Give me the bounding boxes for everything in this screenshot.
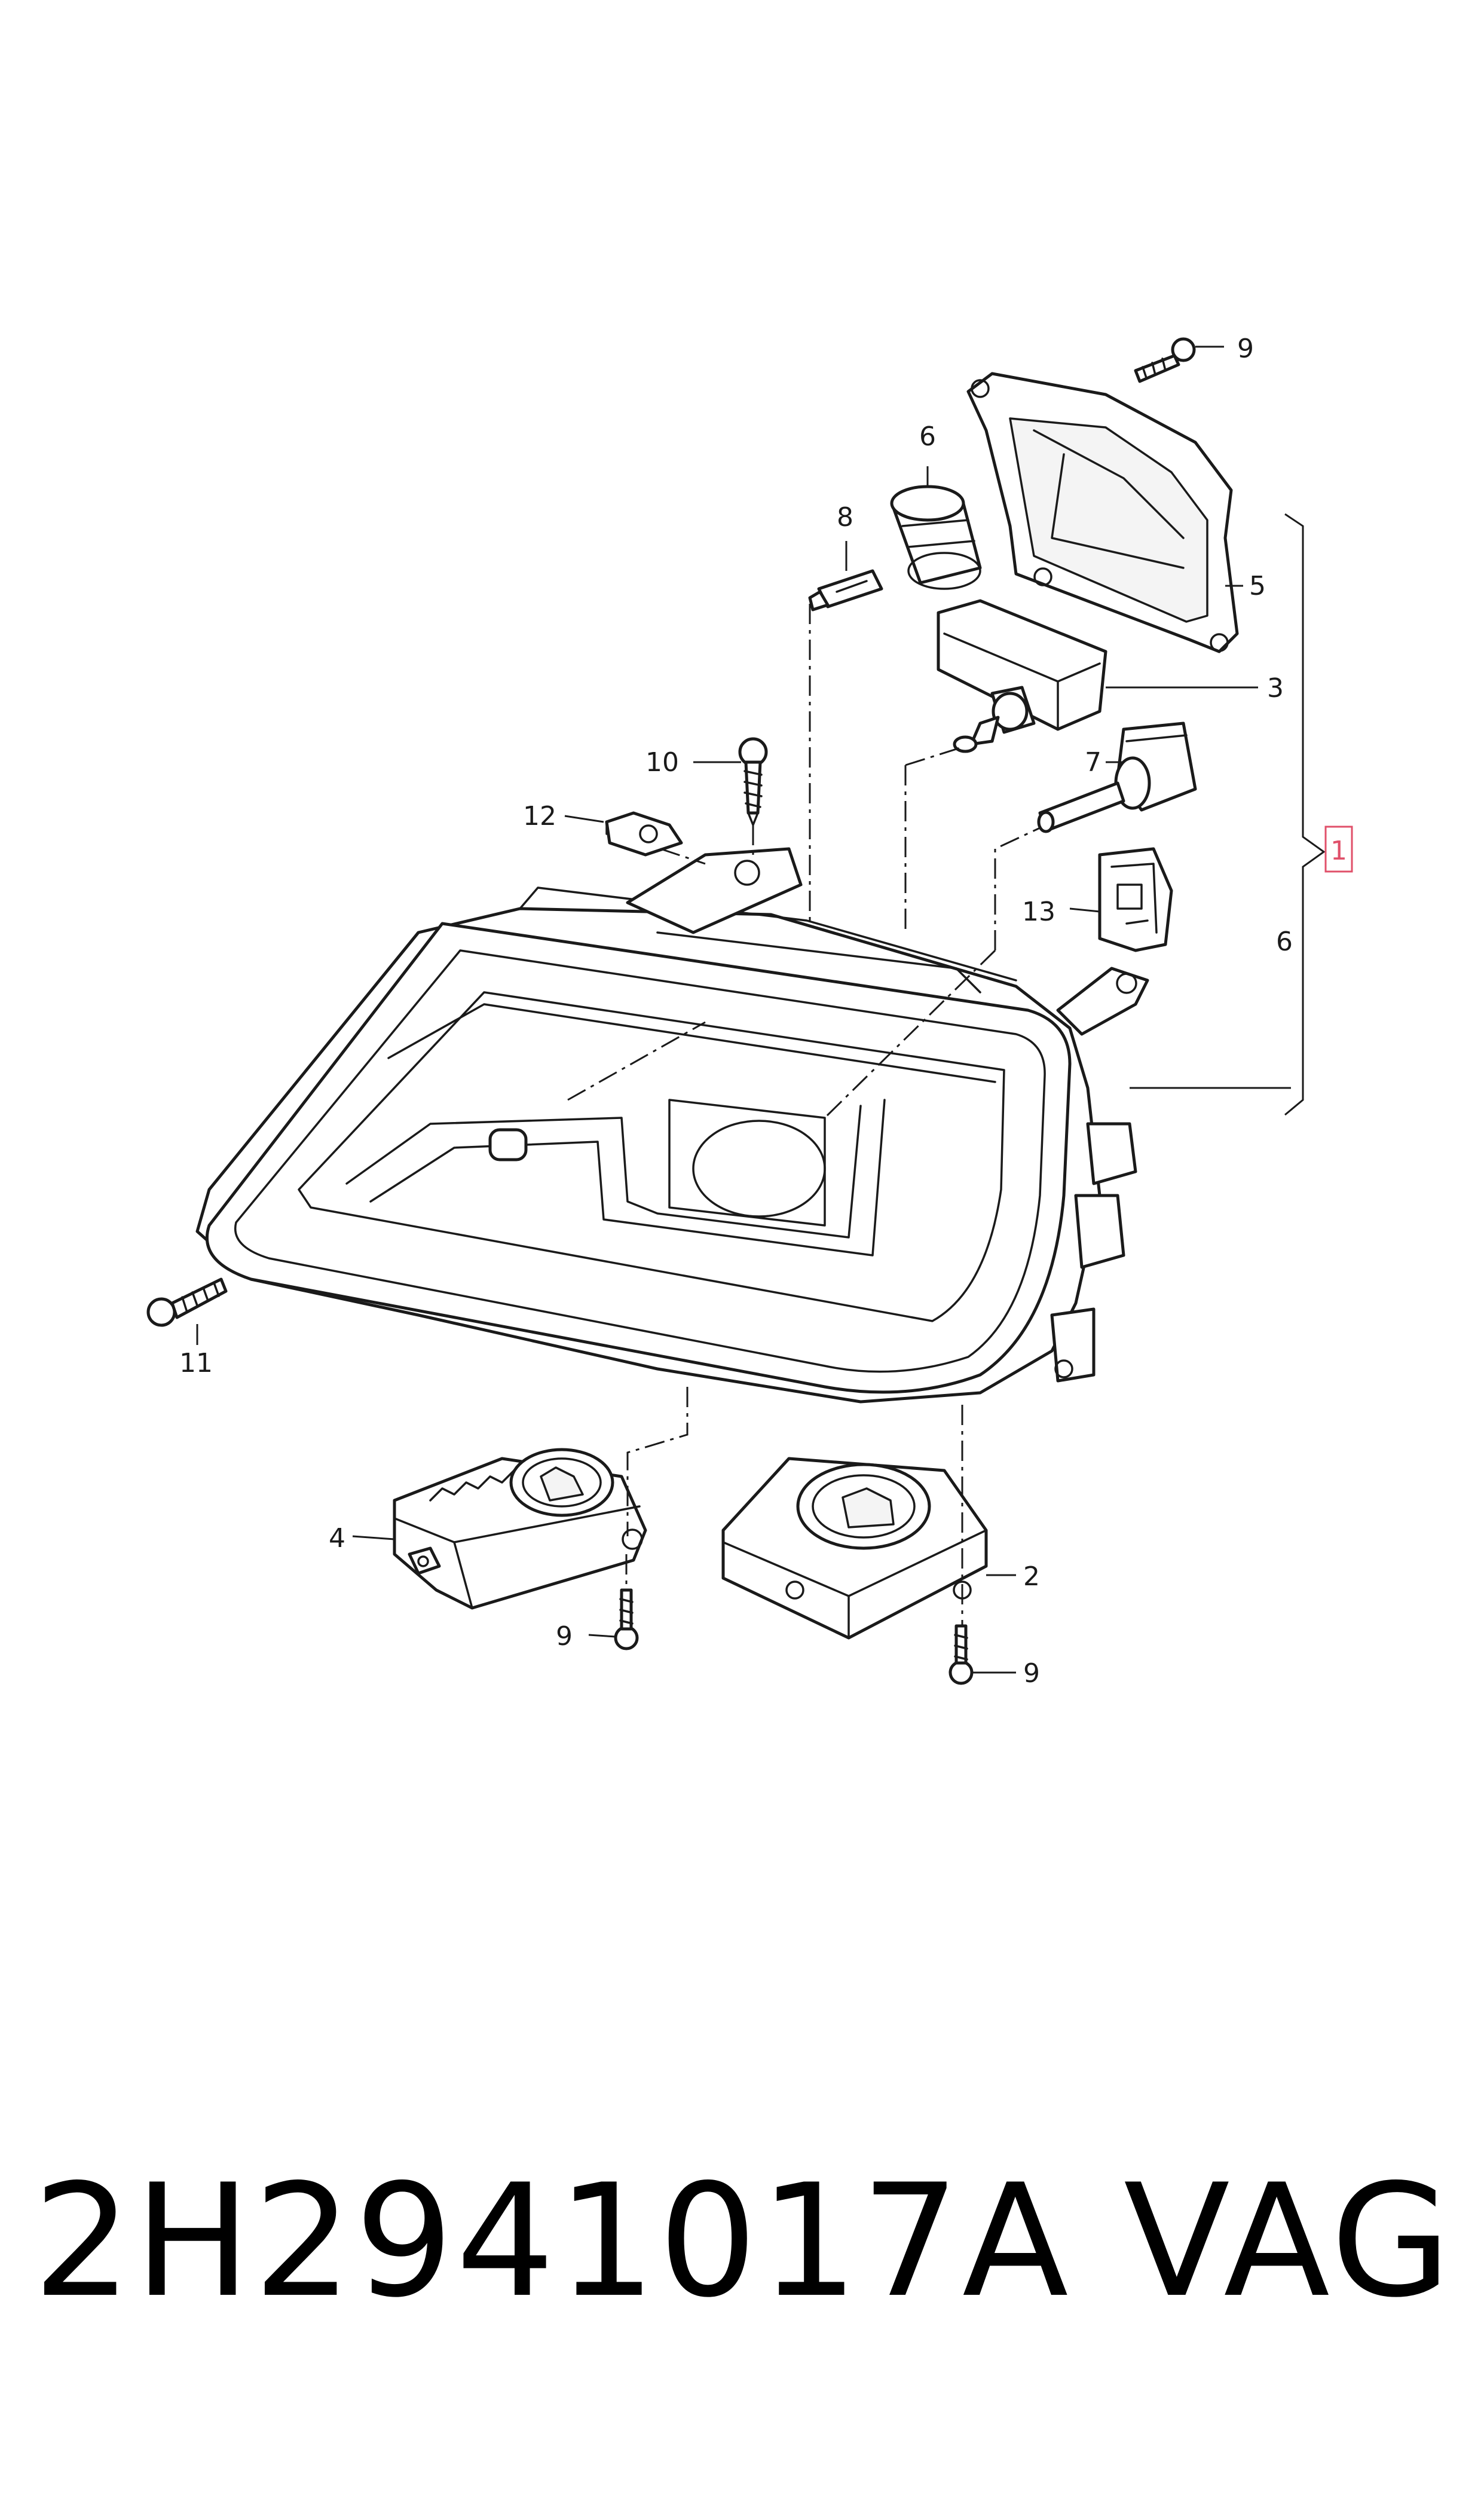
headlight-housing	[195, 847, 1149, 1404]
callout-lines	[196, 346, 1326, 1674]
callout-6-top: 6	[919, 421, 936, 452]
screw-part-11	[146, 1277, 228, 1327]
callout-5: 5	[1249, 571, 1266, 601]
brand-name: VAG	[1124, 2151, 1455, 2332]
callout-labels: 9 6 8 5 3 7 10 12 13 6 1 11 4 2 9 9	[179, 334, 1353, 1689]
clip-nut-part-12	[605, 811, 683, 857]
callout-7: 7	[1085, 747, 1101, 778]
headlight-module-part-3	[937, 599, 1107, 753]
bulb-part-8	[808, 569, 883, 612]
callout-8: 8	[837, 502, 853, 533]
part-number: 2H2941017A	[33, 2151, 1071, 2332]
ring-cap-part-6	[890, 485, 982, 590]
xenon-bulb-part-7	[1037, 722, 1197, 833]
screw-part-9-right	[948, 1624, 974, 1685]
screw-part-9-left	[614, 1588, 639, 1650]
cover-cap-part-5	[966, 372, 1239, 653]
callout-13: 13	[1022, 897, 1055, 927]
callout-9-top: 9	[1237, 334, 1254, 364]
callout-1-highlight-box: 1	[1324, 826, 1353, 873]
callout-11: 11	[179, 1348, 213, 1378]
callout-9-left: 9	[556, 1621, 573, 1652]
assembly-leaders	[567, 604, 1041, 1626]
callout-12: 12	[523, 801, 556, 831]
ballast-part-4	[393, 1448, 647, 1610]
bracket-part-13	[1098, 847, 1173, 952]
screw-part-10	[738, 737, 768, 826]
callout-4: 4	[329, 1523, 345, 1554]
callout-10: 10	[645, 747, 679, 778]
callout-6-side: 6	[1276, 927, 1293, 957]
callout-9-right: 9	[1023, 1658, 1040, 1689]
screw-part-9-top	[1134, 337, 1196, 383]
ballast-part-2	[721, 1457, 988, 1640]
callout-3: 3	[1267, 673, 1284, 704]
callout-2: 2	[1023, 1561, 1040, 1592]
callout-1: 1	[1330, 836, 1347, 866]
